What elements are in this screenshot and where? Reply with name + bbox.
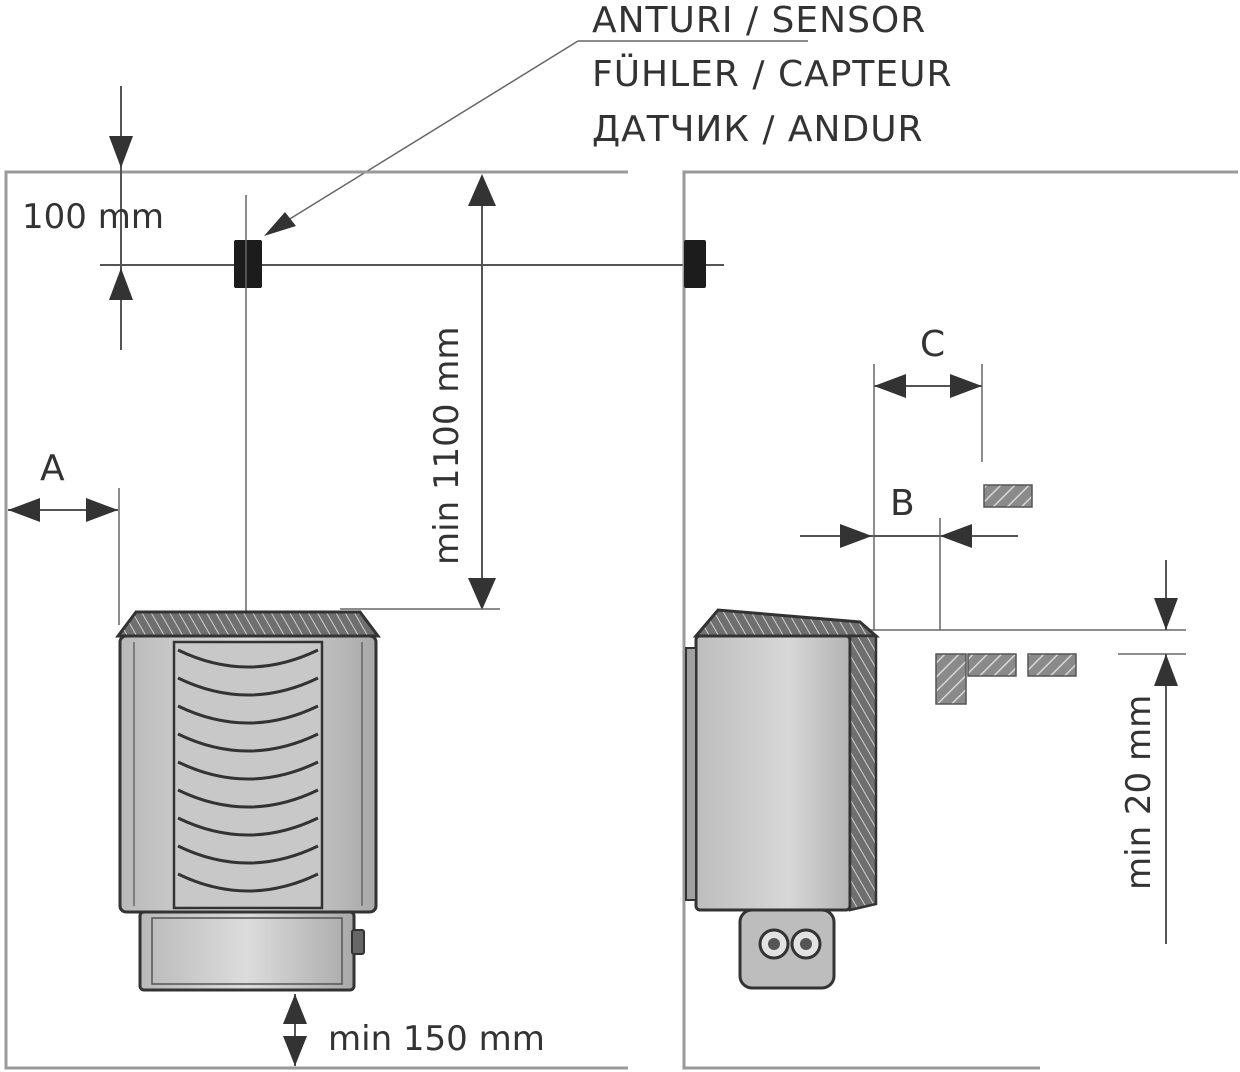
floor-gap-arrow-up [283, 994, 307, 1024]
hatched-block-lower-3 [1027, 653, 1077, 677]
heater-fin [177, 844, 319, 865]
top-gap-arrow-down [109, 136, 133, 168]
ceiling-gap-arrow-up [1154, 654, 1178, 686]
sensor-front [234, 240, 262, 288]
clearance-c-arrow-left [874, 374, 906, 398]
clearance-a-arrow-left [8, 498, 40, 522]
heater-fin [177, 732, 319, 753]
heater-side-knob-right-inner [800, 938, 812, 950]
heater-fin [177, 704, 319, 725]
heater-fin [177, 648, 319, 669]
clearance-b-arrow-left [940, 524, 972, 548]
ceiling-gap-label: min 20 mm [1119, 695, 1159, 890]
sensor-side [684, 240, 706, 288]
heater-fin [177, 676, 319, 697]
clearance-b-arrow-right [840, 524, 872, 548]
heater-front-base-panel [151, 917, 343, 985]
heater-front-base [138, 910, 356, 992]
clearance-b-label: B [890, 483, 915, 524]
heater-fin [177, 760, 319, 781]
heater-side-front-edge [848, 634, 878, 912]
side-view: C B min 20 mm [682, 170, 1238, 1070]
hatched-block-lower-1 [935, 653, 967, 705]
front-view-wall-outline [4, 170, 628, 1070]
heater-control-knob [351, 929, 365, 955]
hatched-block-lower-2 [967, 653, 1017, 677]
heater-side-top-grille [692, 608, 880, 638]
heater-side [685, 608, 880, 990]
sensor-height-label: min 1100 mm [427, 327, 467, 566]
heater-fin [177, 788, 319, 809]
heater-side-body [694, 634, 852, 912]
top-gap-arrow-up [109, 268, 133, 300]
floor-gap-label: min 150 mm [328, 1019, 545, 1059]
sensor-label-group: ANTURI / SENSOR FÜHLER / CAPTEUR ДАТЧИК … [264, 0, 953, 236]
heater-fin [177, 816, 319, 837]
heater-side-rear-strip [685, 647, 697, 901]
floor-gap-arrow-down [283, 1036, 307, 1066]
top-gap-label: 100 mm [22, 197, 164, 237]
clearance-c-arrow-right [950, 374, 982, 398]
clearance-c-label: C [920, 324, 945, 365]
heater-front [115, 610, 381, 992]
front-view: 100 mm min 1100 mm A [4, 86, 724, 1070]
sensor-label-line2: FÜHLER / CAPTEUR [592, 53, 953, 95]
side-view-wall-outline [682, 170, 1238, 1070]
heater-front-top-grille [115, 610, 381, 638]
heater-side-knob-left-inner [768, 938, 780, 950]
sensor-leader-arrowhead [264, 212, 296, 236]
sensor-label-line3: ДАТЧИК / ANDUR [592, 109, 924, 150]
clearance-a-label: A [40, 448, 65, 489]
sensor-leader-line [279, 40, 579, 226]
sensor-height-arrow-down [468, 578, 496, 610]
heater-fin [177, 872, 319, 893]
sensor-height-arrow-up [468, 174, 496, 206]
heater-front-fins [177, 648, 319, 893]
clearance-a-arrow-right [86, 498, 118, 522]
heater-front-center-panel [172, 640, 324, 910]
hatched-block-upper [983, 484, 1033, 508]
sensor-label-line1: ANTURI / SENSOR [592, 0, 926, 41]
ceiling-gap-arrow-down [1154, 598, 1178, 630]
